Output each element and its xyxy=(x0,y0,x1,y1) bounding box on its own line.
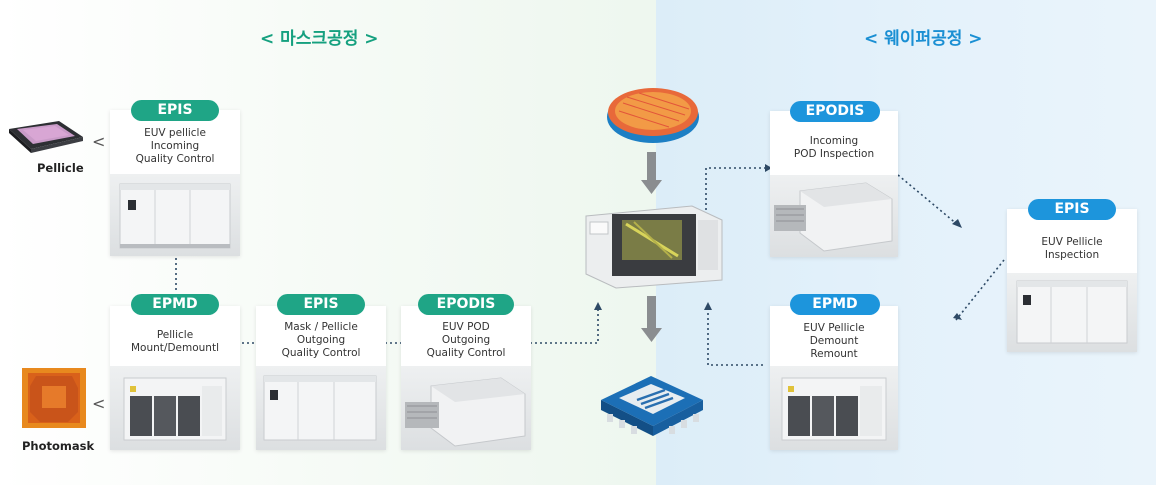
machine-photo xyxy=(110,174,240,256)
card-description: EUV pellicle Incoming Quality Control xyxy=(135,127,215,165)
machine-photo xyxy=(256,366,386,450)
epmd-badge: EPMD xyxy=(131,294,219,315)
wafer-image xyxy=(607,88,699,143)
card-description: EUV POD Outgoing Quality Control xyxy=(426,321,506,359)
wafer-process-title: < 웨이퍼공정 > xyxy=(864,29,983,49)
epodis-outgoing-card: EUV POD Outgoing Quality Control xyxy=(401,306,531,450)
mask-process-title: < 마스크공정 > xyxy=(260,29,379,49)
pellicle-image xyxy=(9,121,83,153)
card-description: Pellicle Mount/Demountl xyxy=(131,329,219,354)
card-description: Mask / Pellicle Outgoing Quality Control xyxy=(281,321,361,359)
epis-inspection-card: EUV Pellicle Inspection xyxy=(1007,209,1137,352)
chip-image xyxy=(601,376,703,436)
epodis-badge: EPODIS xyxy=(418,294,514,315)
epmd-mount-card: Pellicle Mount/Demountl xyxy=(110,306,240,450)
photomask-label: Photomask xyxy=(22,439,95,453)
epis-outgoing-card: Mask / Pellicle Outgoing Quality Control xyxy=(256,306,386,450)
machine-photo xyxy=(110,366,240,450)
machine-photo xyxy=(770,175,898,257)
pellicle-chevron-icon: < xyxy=(92,132,106,151)
photomask-image xyxy=(22,368,86,428)
epis-pellicle-incoming-card: EUV pellicle Incoming Quality Control xyxy=(110,110,240,256)
epodis-incoming-card: Incoming POD Inspection xyxy=(770,111,898,257)
pellicle-label: Pellicle xyxy=(37,161,84,175)
machine-photo xyxy=(770,366,898,450)
euv-scanner-image xyxy=(585,205,723,289)
epodis-badge: EPODIS xyxy=(790,101,880,122)
epmd-demount-card: EUV Pellicle Demount Remount xyxy=(770,306,898,450)
epmd-badge: EPMD xyxy=(790,294,880,315)
machine-photo xyxy=(1007,273,1137,352)
card-description: Incoming POD Inspection xyxy=(793,135,875,160)
card-description: EUV Pellicle Demount Remount xyxy=(803,322,865,360)
photomask-chevron-icon: < xyxy=(92,394,106,413)
machine-photo xyxy=(401,366,531,450)
epis-badge: EPIS xyxy=(131,100,219,121)
epis-badge: EPIS xyxy=(277,294,365,315)
epis-badge: EPIS xyxy=(1028,199,1116,220)
card-description: EUV Pellicle Inspection xyxy=(1041,236,1103,261)
